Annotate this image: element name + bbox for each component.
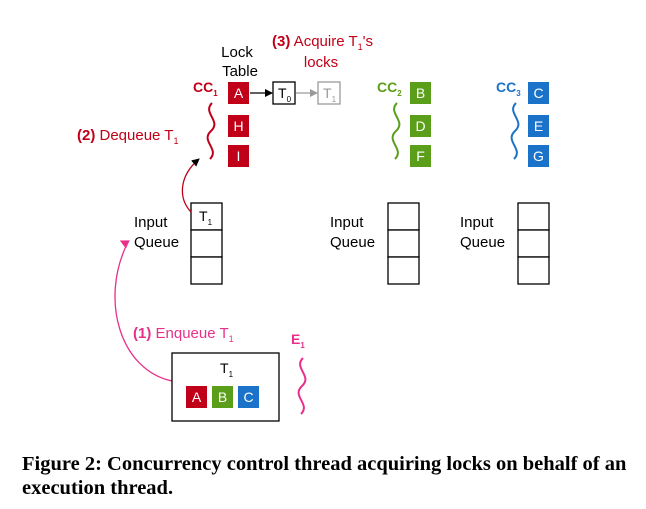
step3-label-line2: locks bbox=[304, 54, 338, 71]
cc1-record-h: H bbox=[228, 115, 249, 137]
step1-label: (1) Enqueue T1 bbox=[133, 325, 234, 344]
cc1-record-a: A bbox=[228, 82, 249, 104]
enqueue-arrow bbox=[114, 240, 173, 382]
cc1-label-sub: 1 bbox=[213, 89, 218, 98]
cc2-record-f: F bbox=[410, 145, 431, 167]
cc3-label-main: CC bbox=[496, 79, 516, 95]
concurrency-diagram: Lock Table (3) Acquire T1's locks CC1 A … bbox=[77, 33, 550, 422]
dequeue-arrow bbox=[181, 158, 200, 213]
cc1-record-i: I bbox=[228, 145, 249, 167]
cc3-thread-squiggle bbox=[510, 102, 520, 160]
execution-thread-label: E1 bbox=[291, 331, 305, 350]
lock-table-title-line1: Lock bbox=[221, 44, 253, 61]
execution-txn-label: T1 bbox=[220, 360, 234, 379]
cc1-label: CC1 bbox=[193, 79, 218, 98]
execution-record-b: B bbox=[212, 386, 233, 408]
input-queue-1-item-t1: T1 bbox=[199, 208, 213, 227]
lock-table-title-line2: Table bbox=[222, 63, 258, 80]
cc3-record-g: G bbox=[528, 145, 549, 167]
input-queue-2: Input Queue bbox=[330, 202, 420, 285]
cc2-label: CC2 bbox=[377, 79, 402, 98]
cc1-thread-squiggle bbox=[206, 102, 216, 160]
figure-caption: Figure 2: Concurrency control thread acq… bbox=[22, 453, 627, 499]
svg-text:T1: T1 bbox=[323, 85, 337, 104]
execution-record-a: A bbox=[186, 386, 207, 408]
input-queue-2-label-line2: Queue bbox=[330, 234, 375, 251]
input-queue-3: Input Queue bbox=[460, 202, 550, 285]
cc3-record-e: E bbox=[528, 115, 549, 137]
execution-record-c: C bbox=[238, 386, 259, 408]
cc3-record-c: C bbox=[528, 82, 549, 104]
input-queue-3-label-line1: Input bbox=[460, 214, 494, 231]
svg-text:G: G bbox=[533, 148, 544, 164]
cc1-group: CC1 A H I bbox=[193, 79, 249, 167]
lock-entry-t0: T0 bbox=[272, 81, 296, 105]
svg-text:H: H bbox=[233, 118, 243, 134]
input-queue-2-label-line1: Input bbox=[330, 214, 364, 231]
svg-text:D: D bbox=[415, 118, 425, 134]
cc2-label-main: CC bbox=[377, 79, 397, 95]
cc3-label-sub: 3 bbox=[516, 89, 521, 98]
svg-text:A: A bbox=[234, 85, 244, 101]
step3-label-line1: (3) Acquire T1's bbox=[272, 33, 373, 52]
cc3-group: CC3 C E G bbox=[496, 79, 549, 167]
step3-text: Acquire T bbox=[290, 33, 357, 50]
svg-text:I: I bbox=[237, 148, 241, 164]
svg-text:C: C bbox=[533, 85, 543, 101]
cc2-thread-squiggle bbox=[391, 102, 401, 160]
input-queue-1-label-line1: Input bbox=[134, 214, 168, 231]
input-queue-1: Input Queue T1 bbox=[134, 202, 223, 285]
svg-text:E: E bbox=[534, 118, 543, 134]
svg-text:T0: T0 bbox=[278, 85, 292, 104]
step2-sub: 1 bbox=[173, 136, 178, 146]
cc2-record-b: B bbox=[410, 82, 431, 104]
step2-label: (2) Dequeue T1 bbox=[77, 127, 178, 146]
svg-text:A: A bbox=[192, 389, 202, 405]
cc1-label-main: CC bbox=[193, 79, 213, 95]
step3-tail: 's bbox=[363, 33, 373, 50]
input-queue-3-label-line2: Queue bbox=[460, 234, 505, 251]
svg-text:B: B bbox=[416, 85, 425, 101]
step3-sub: 1 bbox=[358, 42, 363, 52]
cc2-group: CC2 B D F bbox=[377, 79, 431, 167]
execution-thread: T1 A B C E1 bbox=[171, 331, 307, 422]
execution-thread-squiggle bbox=[297, 357, 307, 415]
input-queue-1-label-line2: Queue bbox=[134, 234, 179, 251]
svg-text:C: C bbox=[243, 389, 253, 405]
lock-entry-t1: T1 bbox=[317, 81, 341, 105]
svg-text:B: B bbox=[218, 389, 227, 405]
cc2-label-sub: 2 bbox=[397, 89, 402, 98]
cc3-label: CC3 bbox=[496, 79, 521, 98]
cc2-record-d: D bbox=[410, 115, 431, 137]
step1-sub: 1 bbox=[229, 334, 234, 344]
svg-text:F: F bbox=[416, 148, 425, 164]
